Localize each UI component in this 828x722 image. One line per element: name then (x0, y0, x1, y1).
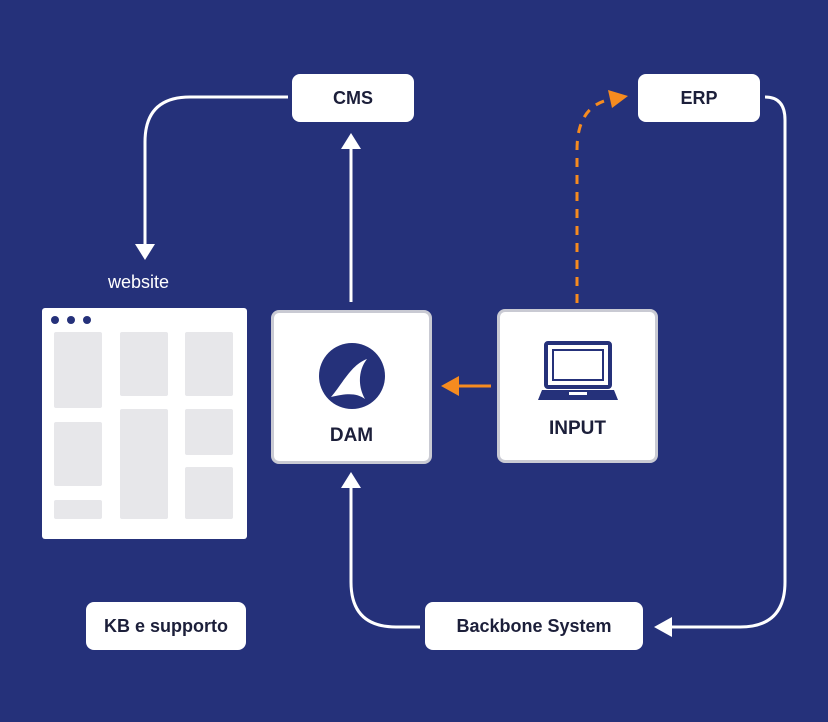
layout-block (54, 500, 102, 519)
browser-dot (51, 316, 59, 324)
layout-block (185, 332, 233, 396)
arrowhead-dam-bottom (341, 472, 361, 488)
layout-block (185, 467, 233, 519)
layout-block (54, 332, 102, 408)
layout-block (185, 409, 233, 455)
edge-cms-to-website (143, 95, 288, 248)
layout-block (54, 422, 102, 486)
arrowhead-website (135, 244, 155, 260)
backbone-label: Backbone System (456, 615, 612, 636)
laptop-icon (537, 341, 618, 400)
erp-node: ERP (638, 74, 760, 122)
dam-node: DAM (271, 310, 432, 464)
edge-input-to-erp (575, 97, 613, 303)
browser-dot (67, 316, 75, 324)
layout-block (120, 409, 168, 519)
erp-label: ERP (680, 87, 718, 108)
browser-dot (83, 316, 91, 324)
edge-erp-to-backbone (668, 95, 787, 629)
arrowhead-backbone (654, 617, 672, 637)
kb-label: KB e supporto (104, 615, 228, 636)
input-label: INPUT (549, 418, 606, 439)
arrowhead-cms (341, 133, 361, 149)
cms-label: CMS (333, 87, 373, 108)
backbone-node: Backbone System (425, 602, 643, 650)
arrowhead-dam-side (441, 376, 459, 396)
cms-node: CMS (292, 74, 414, 122)
layout-block (120, 332, 168, 396)
kb-node: KB e supporto (86, 602, 246, 650)
arrowhead-erp (608, 90, 628, 108)
input-node: INPUT (497, 309, 658, 463)
dam-label: DAM (329, 425, 374, 446)
dam-logo-icon (318, 343, 385, 409)
edge-backbone-to-dam (349, 484, 420, 629)
website-label: website (108, 272, 170, 292)
browser-window-icon (42, 308, 247, 539)
